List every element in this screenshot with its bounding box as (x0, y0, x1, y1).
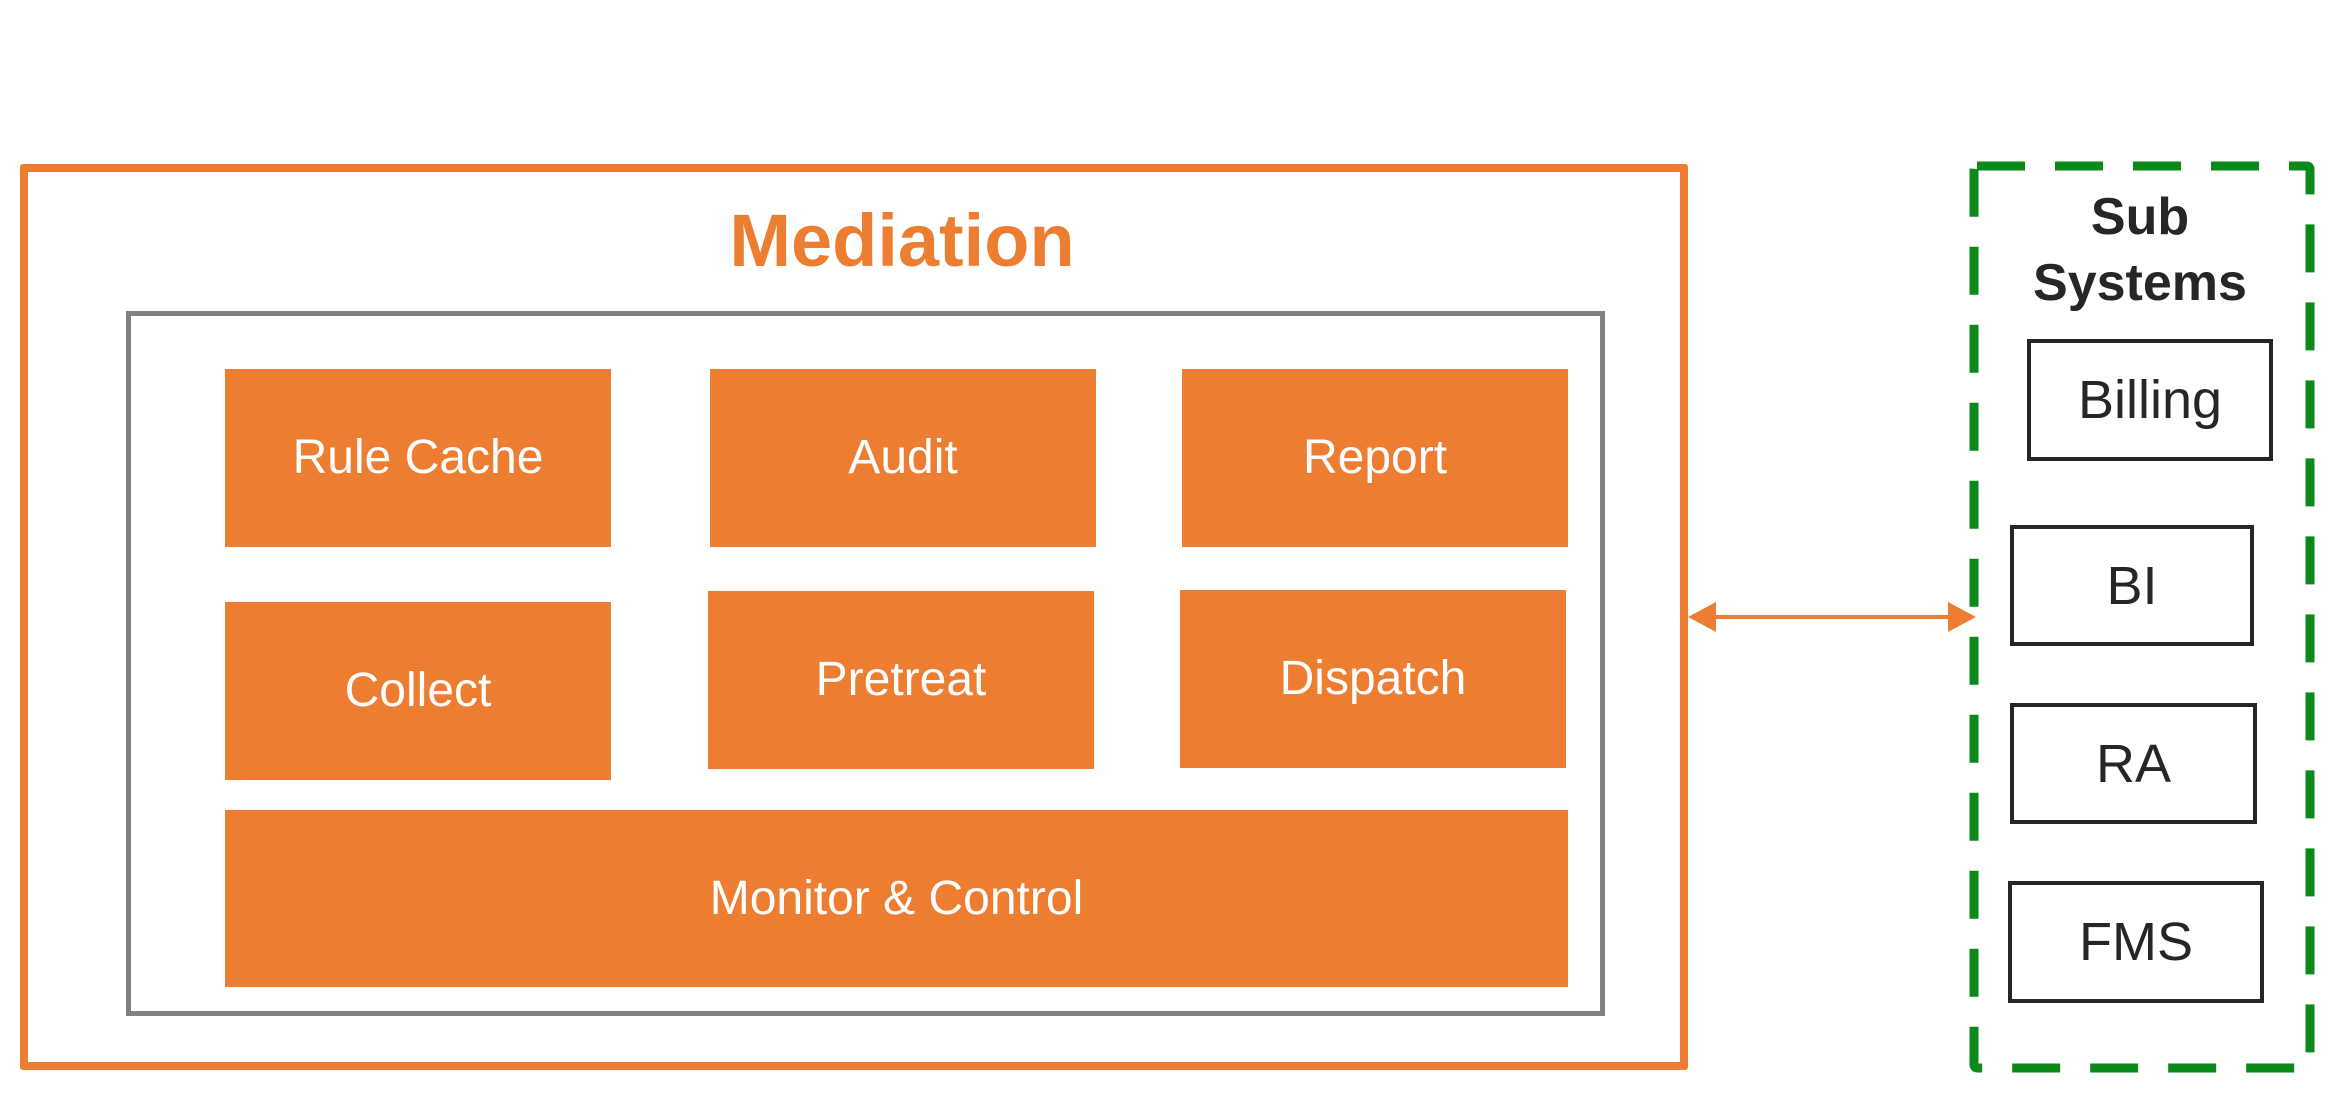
module-report: Report (1182, 369, 1568, 547)
module-dispatch: Dispatch (1180, 590, 1566, 768)
mediation-title: Mediation (729, 199, 1075, 282)
sub-systems-title-line1: Sub (2090, 188, 2190, 246)
mediation-inner-container (126, 311, 1605, 1016)
sub-systems-title-line2: Systems (2033, 254, 2247, 312)
subsystem-billing: Billing (2027, 339, 2273, 461)
module-pretreat: Pretreat (708, 591, 1094, 769)
sub-systems-title: Sub Systems (1985, 184, 2295, 316)
mediation-container (20, 164, 1688, 1070)
module-collect: Collect (225, 602, 611, 780)
subsystem-fms: FMS (2008, 881, 2264, 1003)
module-audit: Audit (710, 369, 1096, 547)
module-monitor-control: Monitor & Control (225, 810, 1568, 987)
subsystem-ra: RA (2010, 703, 2257, 824)
module-rule-cache: Rule Cache (225, 369, 611, 547)
subsystem-bi: BI (2010, 525, 2254, 646)
